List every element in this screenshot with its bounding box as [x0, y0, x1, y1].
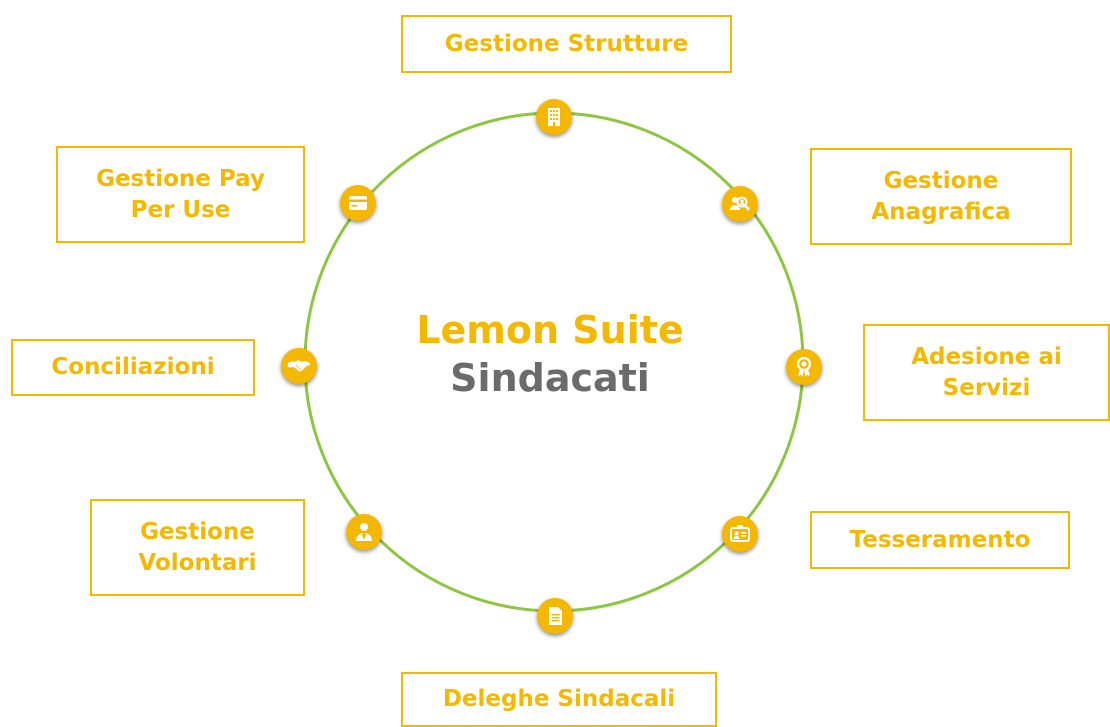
module-deleghe-sindacali: Deleghe Sindacali	[401, 672, 717, 727]
module-label: Deleghe Sindacali	[442, 686, 676, 712]
module-adesione-servizi: Adesione ai Servizi	[863, 324, 1110, 421]
module-gestione-anagrafica: Gestione Anagrafica	[810, 148, 1072, 245]
award-ribbon-icon	[786, 349, 822, 385]
module-label: Gestione	[883, 167, 999, 194]
module-label: Anagrafica	[871, 198, 1011, 225]
module-label: Gestione Strutture	[444, 30, 689, 57]
module-label: Gestione	[140, 518, 255, 545]
module-label: Servizi	[942, 374, 1031, 401]
suite-subtitle: Sindacati	[450, 356, 650, 400]
module-label: Adesione ai	[911, 343, 1062, 370]
credit-card-icon	[340, 185, 376, 221]
module-label: Per Use	[130, 196, 231, 223]
module-gestione-strutture: Gestione Strutture	[401, 15, 732, 73]
module-label: Conciliazioni	[51, 354, 215, 380]
module-conciliazioni: Conciliazioni	[11, 339, 255, 396]
module-gestione-volontari: Gestione Volontari	[90, 499, 305, 596]
id-card-icon	[722, 516, 758, 552]
center-title: Lemon Suite Sindacati	[380, 306, 720, 402]
person-tie-icon	[346, 514, 382, 550]
module-label: Tesseramento	[849, 526, 1031, 553]
handshake-icon	[281, 348, 317, 384]
module-label: Volontari	[138, 549, 257, 576]
module-tesseramento: Tesseramento	[810, 511, 1070, 569]
document-icon	[537, 598, 573, 634]
suite-name: Lemon Suite	[416, 308, 684, 352]
module-label: Gestione Pay	[96, 165, 265, 192]
module-gestione-pay-per-use: Gestione Pay Per Use	[56, 146, 305, 243]
users-search-icon	[722, 186, 758, 222]
building-icon	[536, 99, 572, 135]
